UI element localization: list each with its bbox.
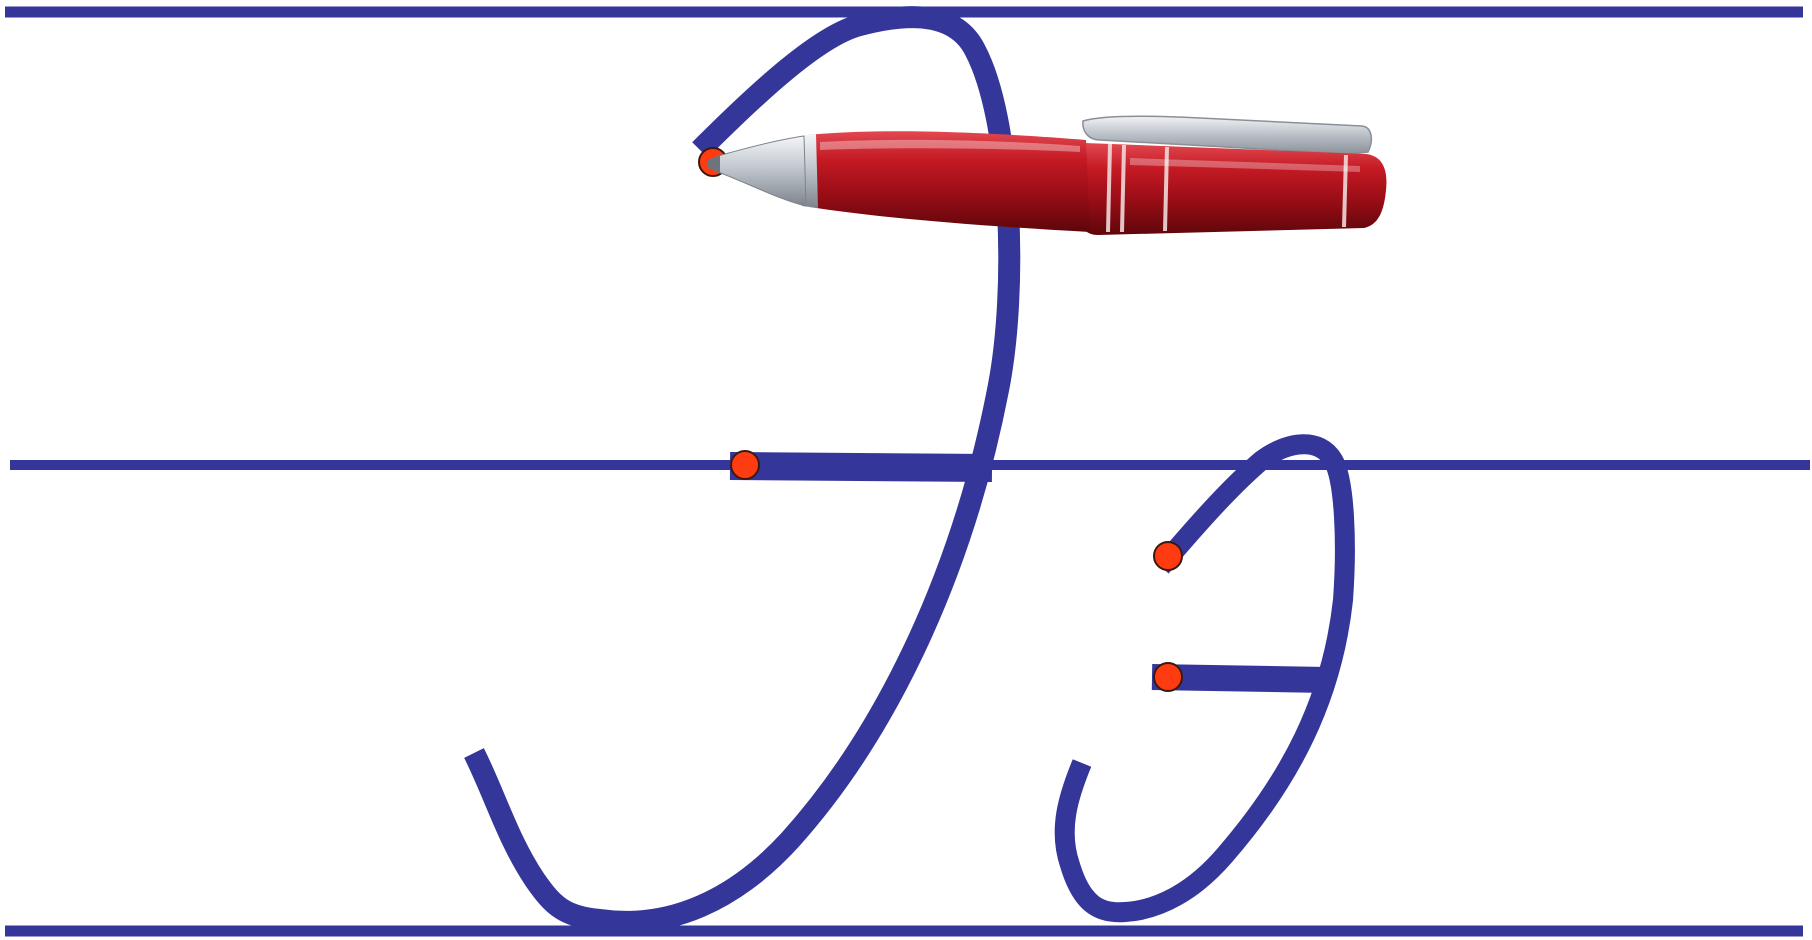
start-point-dot-icon (1154, 542, 1182, 570)
start-point-dot-icon (731, 451, 759, 479)
pen-tip (718, 136, 806, 206)
pen-cap (1082, 143, 1387, 235)
red-fountain-pen-icon (708, 116, 1386, 235)
lowercase-letter-glyph (1065, 444, 1345, 912)
start-point-dot-icon (1154, 663, 1182, 691)
capital-letter-crossbar (730, 466, 992, 468)
